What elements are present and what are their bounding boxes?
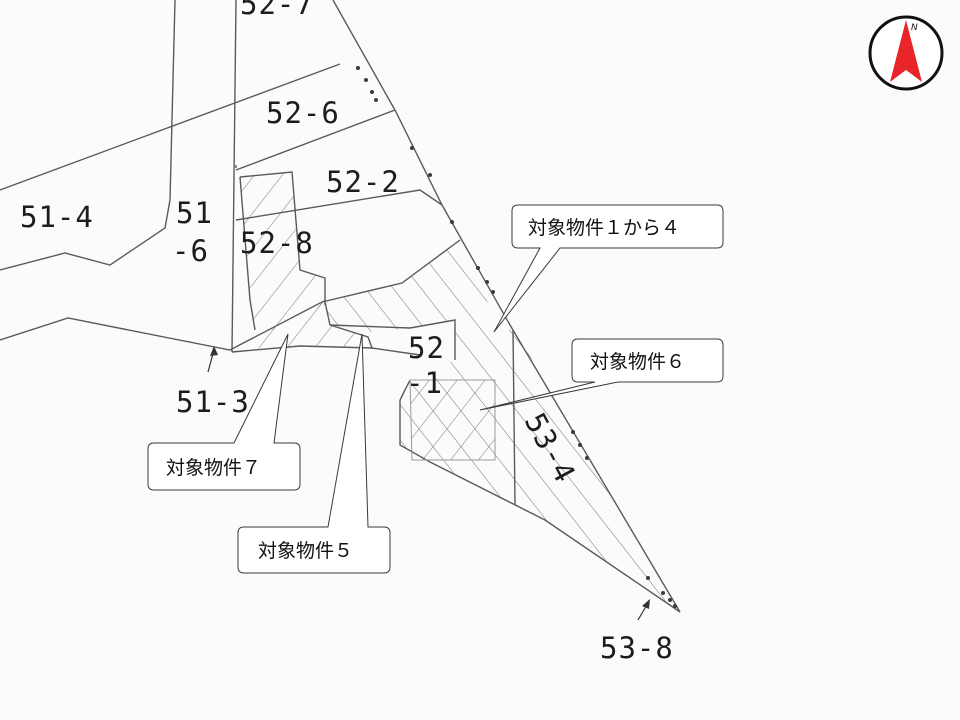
compass-icon: N <box>868 15 944 91</box>
parcel-boundaries <box>0 0 681 613</box>
target-area-hatching <box>230 172 680 612</box>
target-area-main <box>325 240 680 612</box>
parcel-label-51-6-top: 51 <box>176 196 213 230</box>
parcel-label-52-2: 52-2 <box>326 165 400 199</box>
parcel-label-52-8: 52-8 <box>240 226 314 260</box>
callout-property-6: 対象物件６ <box>479 338 724 411</box>
target-area-52-1 <box>410 380 495 460</box>
callout-label-property-1-4: 対象物件１から４ <box>528 217 680 239</box>
parcel-pointer-arrows <box>207 346 650 621</box>
parcel-label-52-7: 52-7 <box>240 0 314 21</box>
target-area-wedge <box>230 302 372 350</box>
parcel-label-51-4: 51-4 <box>20 200 94 234</box>
callout-property-7: 対象物件７ <box>147 333 301 491</box>
compass-north-label: N <box>911 23 918 33</box>
callout-label-property-6: 対象物件６ <box>590 351 685 373</box>
callout-label-property-7: 対象物件７ <box>166 457 261 479</box>
parcel-label-53-8: 53-8 <box>600 631 674 665</box>
boundary-markers <box>356 66 677 608</box>
parcel-label-52-1-bottom: -1 <box>406 366 443 400</box>
parcel-label-52-1-top: 52 <box>408 331 445 365</box>
callout-label-property-5: 対象物件５ <box>258 540 353 562</box>
parcel-label-51-6-bottom: -6 <box>172 234 209 268</box>
target-area-52-8 <box>240 172 325 330</box>
callout-property-5: 対象物件５ <box>237 333 391 574</box>
parcel-label-52-6: 52-6 <box>266 96 340 130</box>
parcel-label-51-3: 51-3 <box>176 385 250 419</box>
callout-property-1-4: 対象物件１から４ <box>493 204 724 333</box>
compass-north-arrow <box>890 20 922 82</box>
